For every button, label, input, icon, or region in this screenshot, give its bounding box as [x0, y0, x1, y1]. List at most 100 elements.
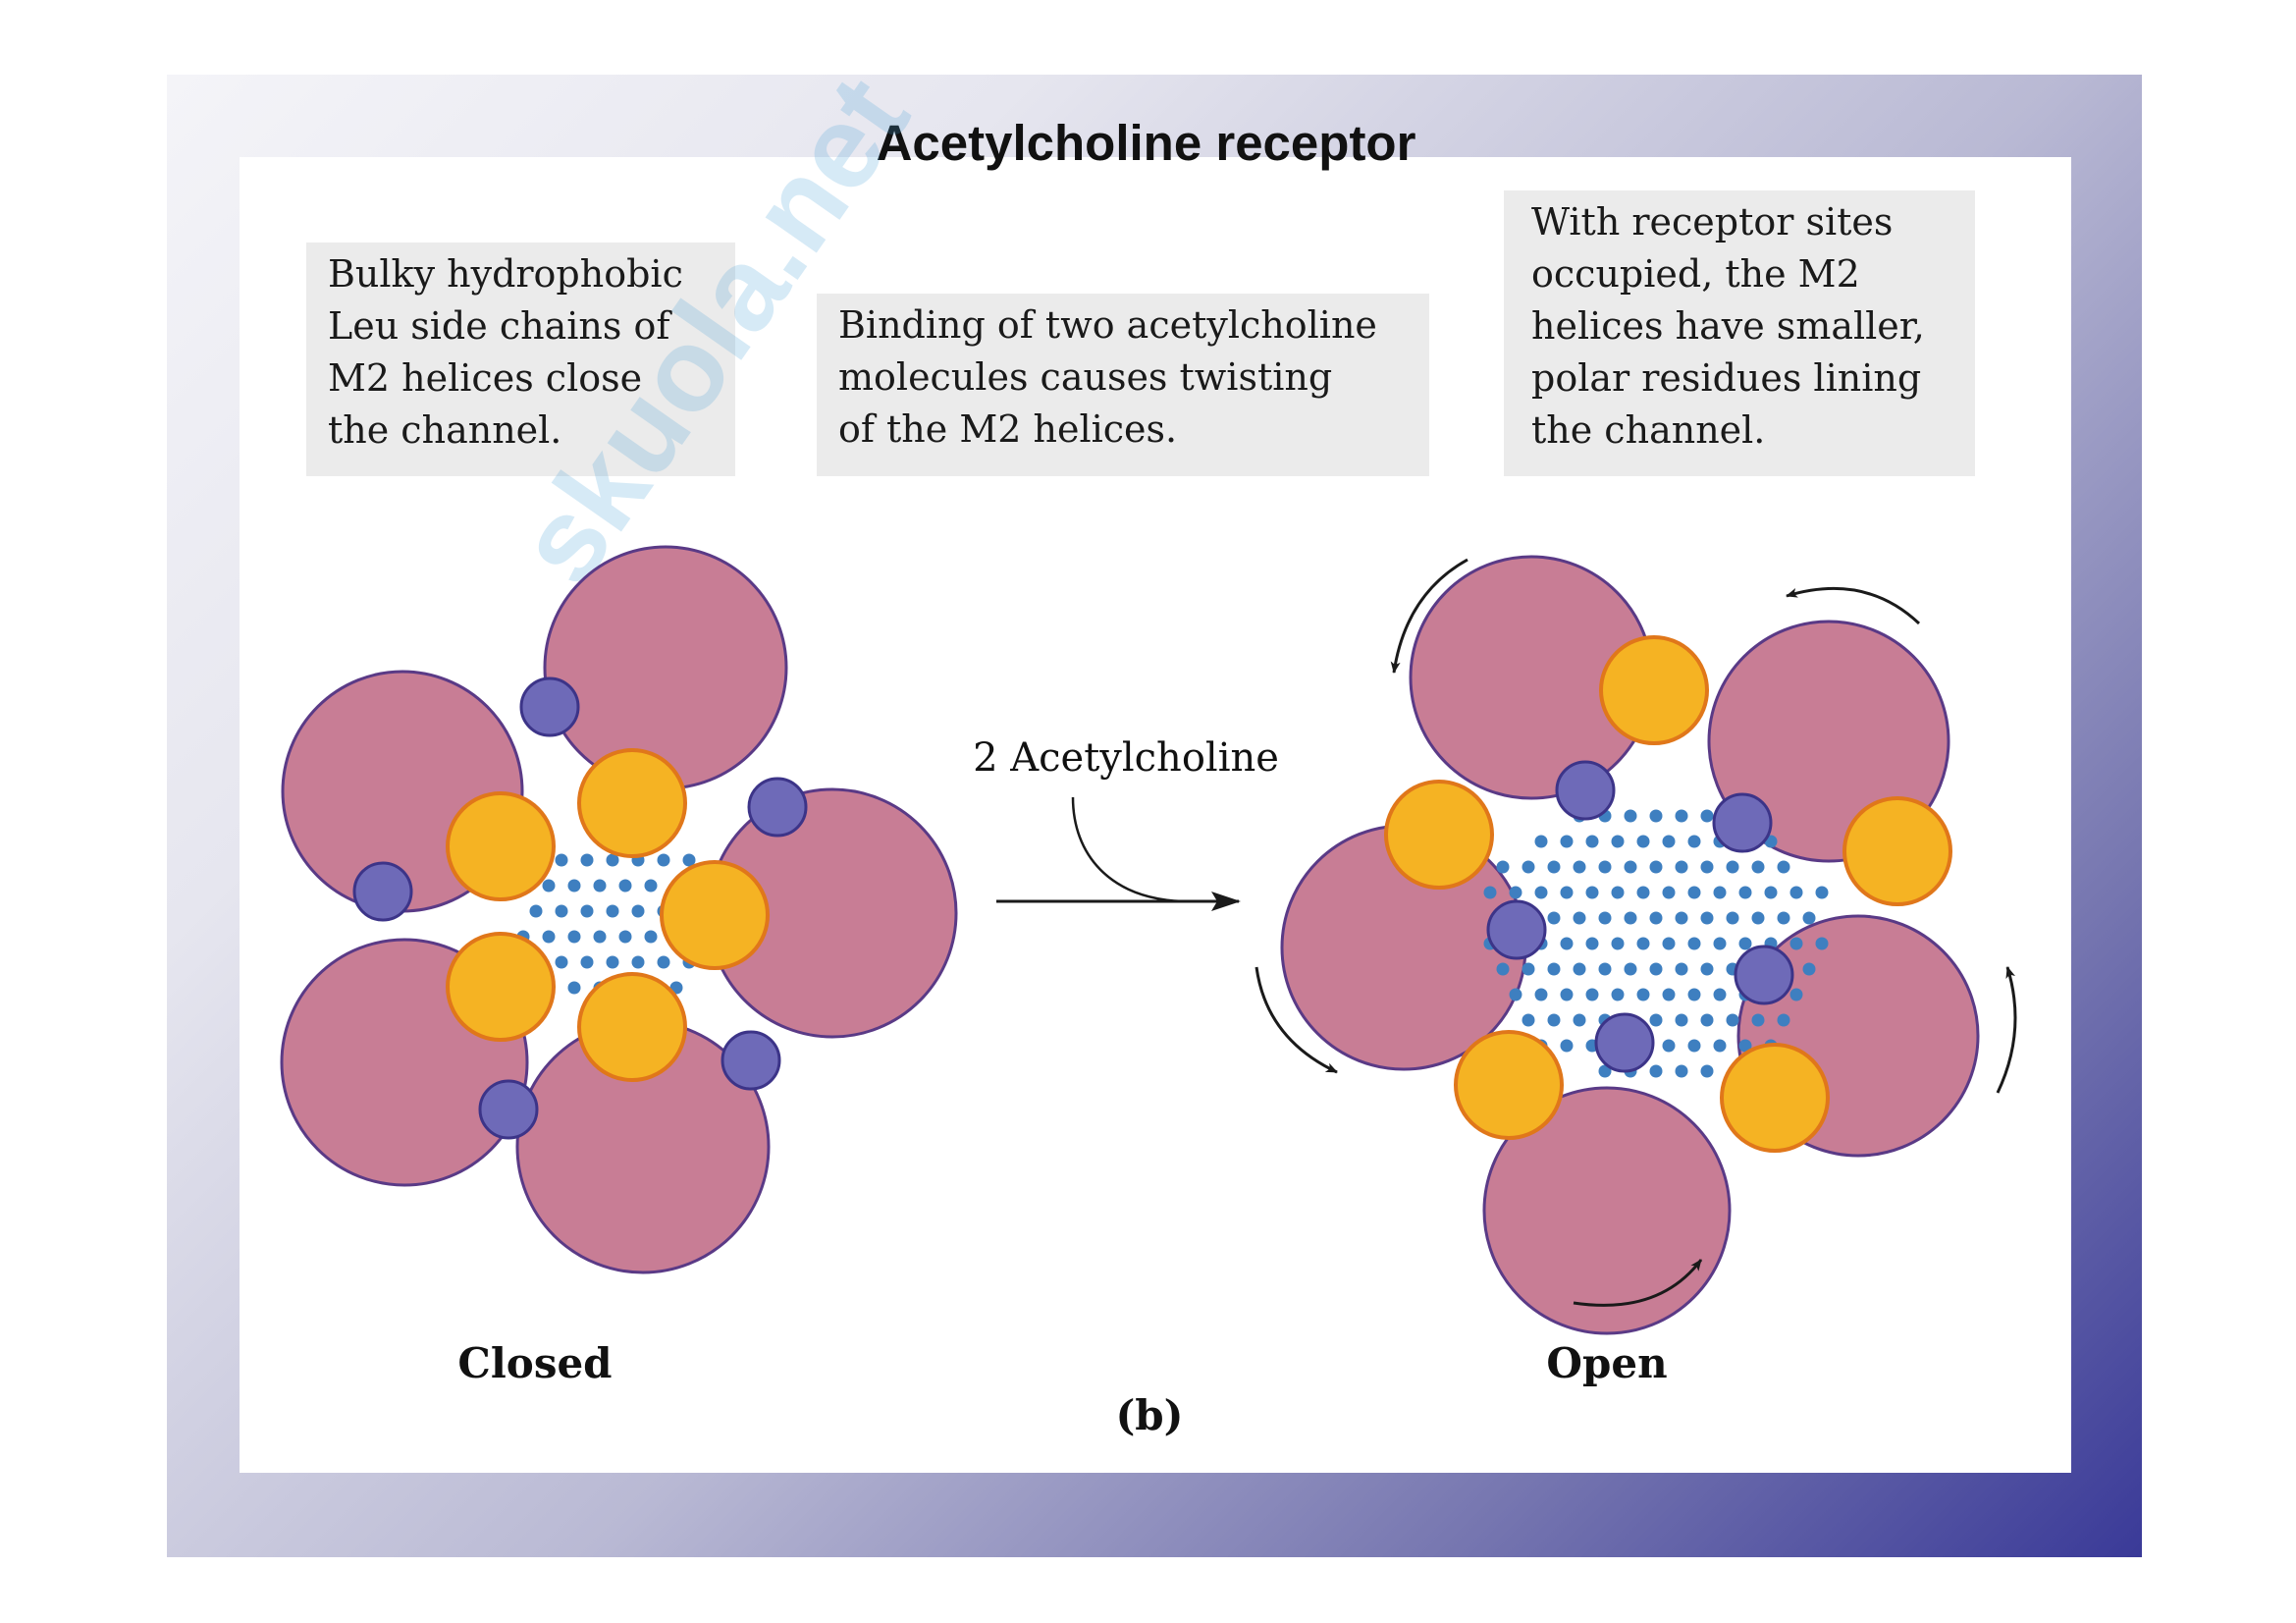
acetylcholine-entry-curve	[1071, 796, 1184, 903]
water-molecule	[644, 879, 658, 893]
note-line: M2 helices close	[328, 356, 643, 400]
water-molecule	[1522, 1013, 1535, 1027]
water-molecule	[1547, 911, 1561, 925]
leucine-side-chain	[1720, 1043, 1830, 1153]
water-molecule	[1611, 937, 1625, 950]
water-molecule	[1649, 1013, 1663, 1027]
water-molecule	[1700, 962, 1714, 976]
water-molecule	[1687, 937, 1701, 950]
polar-residue	[1594, 1012, 1655, 1073]
watermark: skuola.net	[492, 54, 934, 607]
water-molecule	[567, 981, 581, 995]
water-molecule	[1560, 886, 1574, 899]
water-molecule	[1624, 911, 1637, 925]
water-molecule	[567, 930, 581, 944]
water-molecule	[1649, 911, 1663, 925]
water-molecule	[1815, 886, 1829, 899]
water-molecule	[1585, 886, 1599, 899]
rotation-arrow-right	[1996, 966, 2017, 1094]
water-molecule	[1560, 835, 1574, 848]
water-molecule	[1598, 911, 1612, 925]
polar-residue	[747, 777, 808, 838]
water-molecule	[631, 904, 645, 918]
water-molecule	[644, 930, 658, 944]
water-molecule	[580, 955, 594, 969]
note-closed-channel: Bulky hydrophobic Leu side chains of M2 …	[306, 243, 735, 476]
water-molecule	[1675, 1013, 1688, 1027]
water-molecule	[1777, 1013, 1790, 1027]
water-molecule	[1738, 937, 1752, 950]
water-molecule	[567, 879, 581, 893]
water-molecule	[1713, 937, 1727, 950]
water-molecule	[606, 904, 619, 918]
leucine-side-chain	[577, 748, 687, 858]
water-molecule	[1687, 1039, 1701, 1053]
water-molecule	[1764, 886, 1778, 899]
water-molecule	[555, 853, 568, 867]
m2-helix-subunit	[543, 545, 788, 790]
water-molecule	[1751, 1013, 1765, 1027]
water-molecule	[1662, 937, 1676, 950]
leucine-side-chain	[577, 972, 687, 1082]
rotation-arrows	[1255, 558, 2017, 1307]
water-molecule	[1751, 911, 1765, 925]
water-molecule	[1547, 962, 1561, 976]
water-molecule	[1483, 886, 1497, 899]
note-line: the channel.	[328, 408, 562, 452]
water-molecule	[529, 904, 543, 918]
water-molecule	[1560, 937, 1574, 950]
watermark-text: skuola.net	[492, 54, 934, 607]
note-line: of the M2 helices.	[838, 407, 1178, 451]
water-molecule	[1700, 1013, 1714, 1027]
water-molecule	[580, 904, 594, 918]
water-molecule	[1789, 886, 1803, 899]
water-molecule	[555, 904, 568, 918]
water-molecule	[542, 930, 556, 944]
water-molecule	[1547, 1013, 1561, 1027]
polar-residue	[1486, 899, 1547, 960]
water-molecule	[1815, 937, 1829, 950]
polar-residue	[352, 861, 413, 922]
title-text: Acetylcholine receptor	[876, 115, 1416, 171]
water-molecule	[1534, 886, 1548, 899]
water-molecule	[1649, 962, 1663, 976]
water-molecule	[1496, 860, 1510, 874]
water-molecule	[618, 879, 632, 893]
water-molecule	[1611, 835, 1625, 848]
water-molecule	[580, 853, 594, 867]
water-molecule	[1573, 1013, 1586, 1027]
water-molecule	[1522, 860, 1535, 874]
water-molecule	[1636, 937, 1650, 950]
rotation-arrow-left	[1255, 966, 1338, 1074]
leucine-side-chain	[1454, 1030, 1564, 1140]
water-molecule	[1675, 860, 1688, 874]
water-molecule	[1713, 988, 1727, 1001]
water-molecule	[1573, 911, 1586, 925]
water-molecule	[1509, 988, 1522, 1001]
water-molecule	[1522, 962, 1535, 976]
water-molecule	[1738, 1039, 1752, 1053]
rotation-arrow-bottom	[1573, 1259, 1703, 1307]
water-molecule	[606, 853, 619, 867]
water-molecule	[1751, 860, 1765, 874]
water-molecule	[1675, 962, 1688, 976]
water-molecule	[1649, 1064, 1663, 1078]
m2-helix-subunit	[1482, 1086, 1732, 1335]
slide-title: Acetylcholine receptor	[0, 114, 2296, 172]
water-molecule	[1789, 988, 1803, 1001]
water-molecule	[1675, 911, 1688, 925]
water-molecule	[631, 955, 645, 969]
leucine-side-chain	[1599, 635, 1709, 745]
closed-label: Closed	[457, 1339, 612, 1387]
water-molecule	[1611, 988, 1625, 1001]
polar-residue	[478, 1079, 539, 1140]
arrow-label: 2 Acetylcholine	[973, 735, 1279, 781]
water-molecule	[1789, 937, 1803, 950]
water-molecule	[1662, 1039, 1676, 1053]
water-molecule	[1802, 911, 1816, 925]
water-molecule	[1585, 988, 1599, 1001]
water-molecule	[1662, 988, 1676, 1001]
water-molecule	[1534, 988, 1548, 1001]
water-molecule	[1598, 962, 1612, 976]
